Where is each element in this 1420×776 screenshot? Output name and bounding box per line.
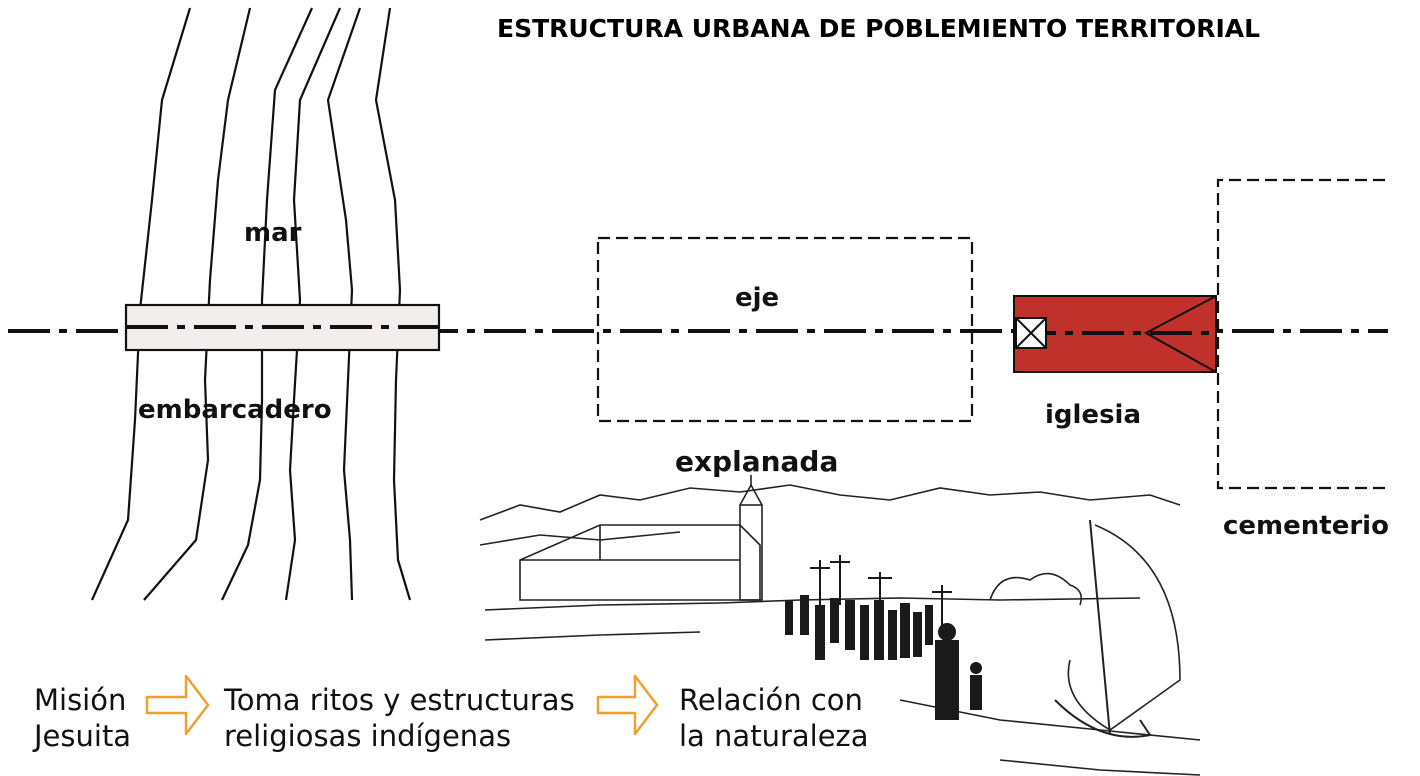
label-church: iglesia: [1045, 400, 1142, 430]
label-esplanade: explanada: [675, 445, 839, 478]
crowd-figures: [785, 595, 982, 720]
church-altar-icon: [1015, 317, 1047, 349]
flow-step-rites-line1: Toma ritos y estructuras: [224, 683, 575, 717]
label-pier: embarcadero: [138, 395, 332, 425]
cemetery-outline: [1216, 178, 1385, 490]
flow-arrow-icon: [145, 674, 659, 736]
esplanade-rect: [596, 236, 974, 423]
flow-step-rites: Toma ritos y estructuras religiosas indí…: [224, 682, 575, 754]
flow-step-rites-line2: religiosas indígenas: [224, 719, 512, 753]
flow-step-nature-line1: Relación con: [679, 683, 863, 717]
flow-step-mission: Misión Jesuita: [34, 682, 131, 754]
flow-step-nature-line2: la naturaleza: [679, 719, 869, 753]
procession-crosses: [810, 555, 952, 625]
flow-step-nature: Relación con la naturaleza: [679, 682, 869, 754]
flow-step-mission-line1: Misión: [34, 683, 127, 717]
mission-sketch: [479, 475, 1201, 776]
label-axis: eje: [735, 283, 780, 313]
church-shape: [1013, 295, 1217, 373]
label-cemetery: cementerio: [1223, 511, 1389, 541]
flow-step-mission-line2: Jesuita: [34, 719, 132, 753]
diagram-title: ESTRUCTURA URBANA DE POBLEMIENTO TERRITO…: [497, 14, 1261, 43]
label-sea: mar: [244, 218, 302, 248]
